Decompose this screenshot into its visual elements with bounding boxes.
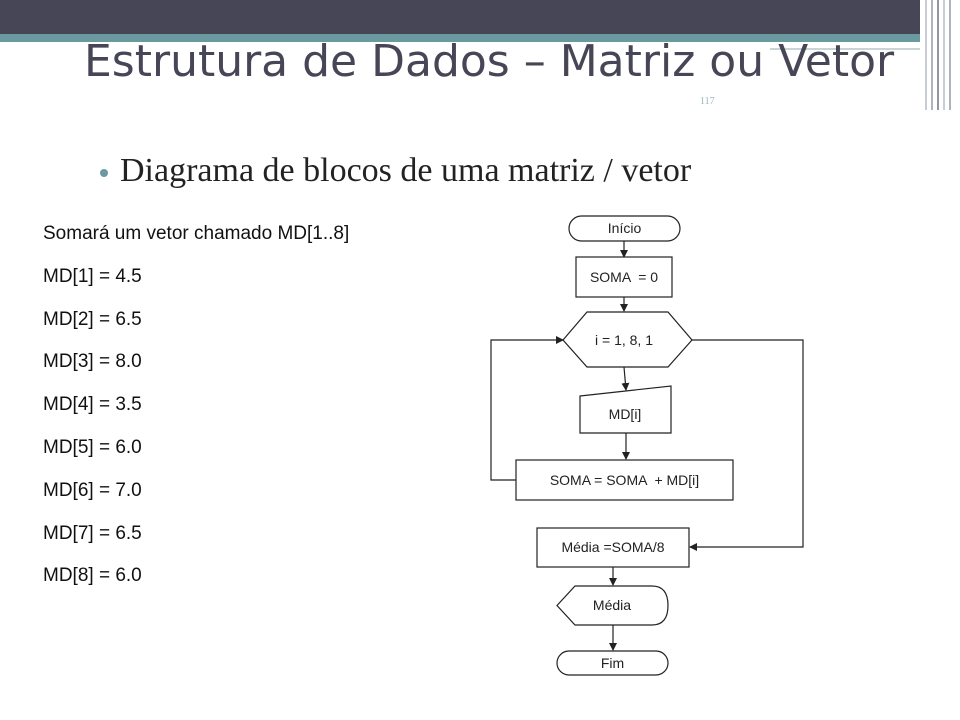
input-label: MD[i] bbox=[609, 406, 642, 422]
bullet-dot-icon bbox=[100, 169, 108, 177]
init-process-box: SOMA = 0 bbox=[575, 256, 673, 298]
assignment-line: MD[4] = 3.5 bbox=[43, 394, 142, 416]
bullet-text: Diagrama de blocos de uma matriz / vetor bbox=[120, 152, 692, 189]
end-label: Fim bbox=[601, 655, 624, 671]
average-process-box: Média =SOMA/8 bbox=[536, 527, 690, 568]
accent-band bbox=[0, 34, 920, 42]
slide-number: 117 bbox=[700, 96, 715, 107]
arrow-loop-to-input bbox=[621, 366, 630, 391]
assignment-line: MD[5] = 6.0 bbox=[43, 436, 142, 458]
assignment-line: MD[2] = 6.5 bbox=[43, 308, 142, 330]
loop-back-line bbox=[490, 336, 564, 481]
assignment-line: MD[3] = 8.0 bbox=[43, 351, 142, 373]
loop-label: i = 1, 8, 1 bbox=[595, 332, 653, 348]
intro-line: Somará um vetor chamado MD[1..8] bbox=[43, 223, 350, 244]
vector-description: Somará um vetor chamado MD[1..8] MD[1] =… bbox=[43, 222, 349, 607]
assignment-line: MD[1] = 4.5 bbox=[43, 265, 142, 287]
accumulate-process-box: SOMA = SOMA + MD[i] bbox=[515, 459, 734, 501]
start-label: Início bbox=[608, 220, 642, 236]
flow-connectors bbox=[490, 241, 804, 651]
input-box: MD[i] bbox=[579, 385, 672, 434]
title-rule bbox=[770, 48, 920, 50]
loop-hexagon: i = 1, 8, 1 bbox=[562, 311, 693, 368]
init-label: SOMA = 0 bbox=[590, 269, 658, 285]
bullet-item: Diagrama de blocos de uma matriz / vetor bbox=[100, 152, 691, 190]
loop-exit-line bbox=[689, 339, 804, 551]
average-label: Média =SOMA/8 bbox=[561, 539, 664, 555]
top-header-bar bbox=[0, 0, 960, 34]
start-terminal: Início bbox=[568, 215, 681, 242]
slide-title: Estrutura de Dados – Matriz ou Vetor bbox=[84, 36, 895, 87]
decorative-lines bbox=[920, 0, 960, 110]
assignment-line: MD[7] = 6.5 bbox=[43, 522, 142, 544]
end-terminal: Fim bbox=[556, 650, 669, 676]
accumulate-label: SOMA = SOMA + MD[i] bbox=[550, 472, 699, 488]
assignment-line: MD[8] = 6.0 bbox=[43, 565, 142, 587]
assignment-line: MD[6] = 7.0 bbox=[43, 479, 142, 501]
output-label: Média bbox=[593, 597, 631, 613]
output-display: Média bbox=[556, 585, 669, 626]
